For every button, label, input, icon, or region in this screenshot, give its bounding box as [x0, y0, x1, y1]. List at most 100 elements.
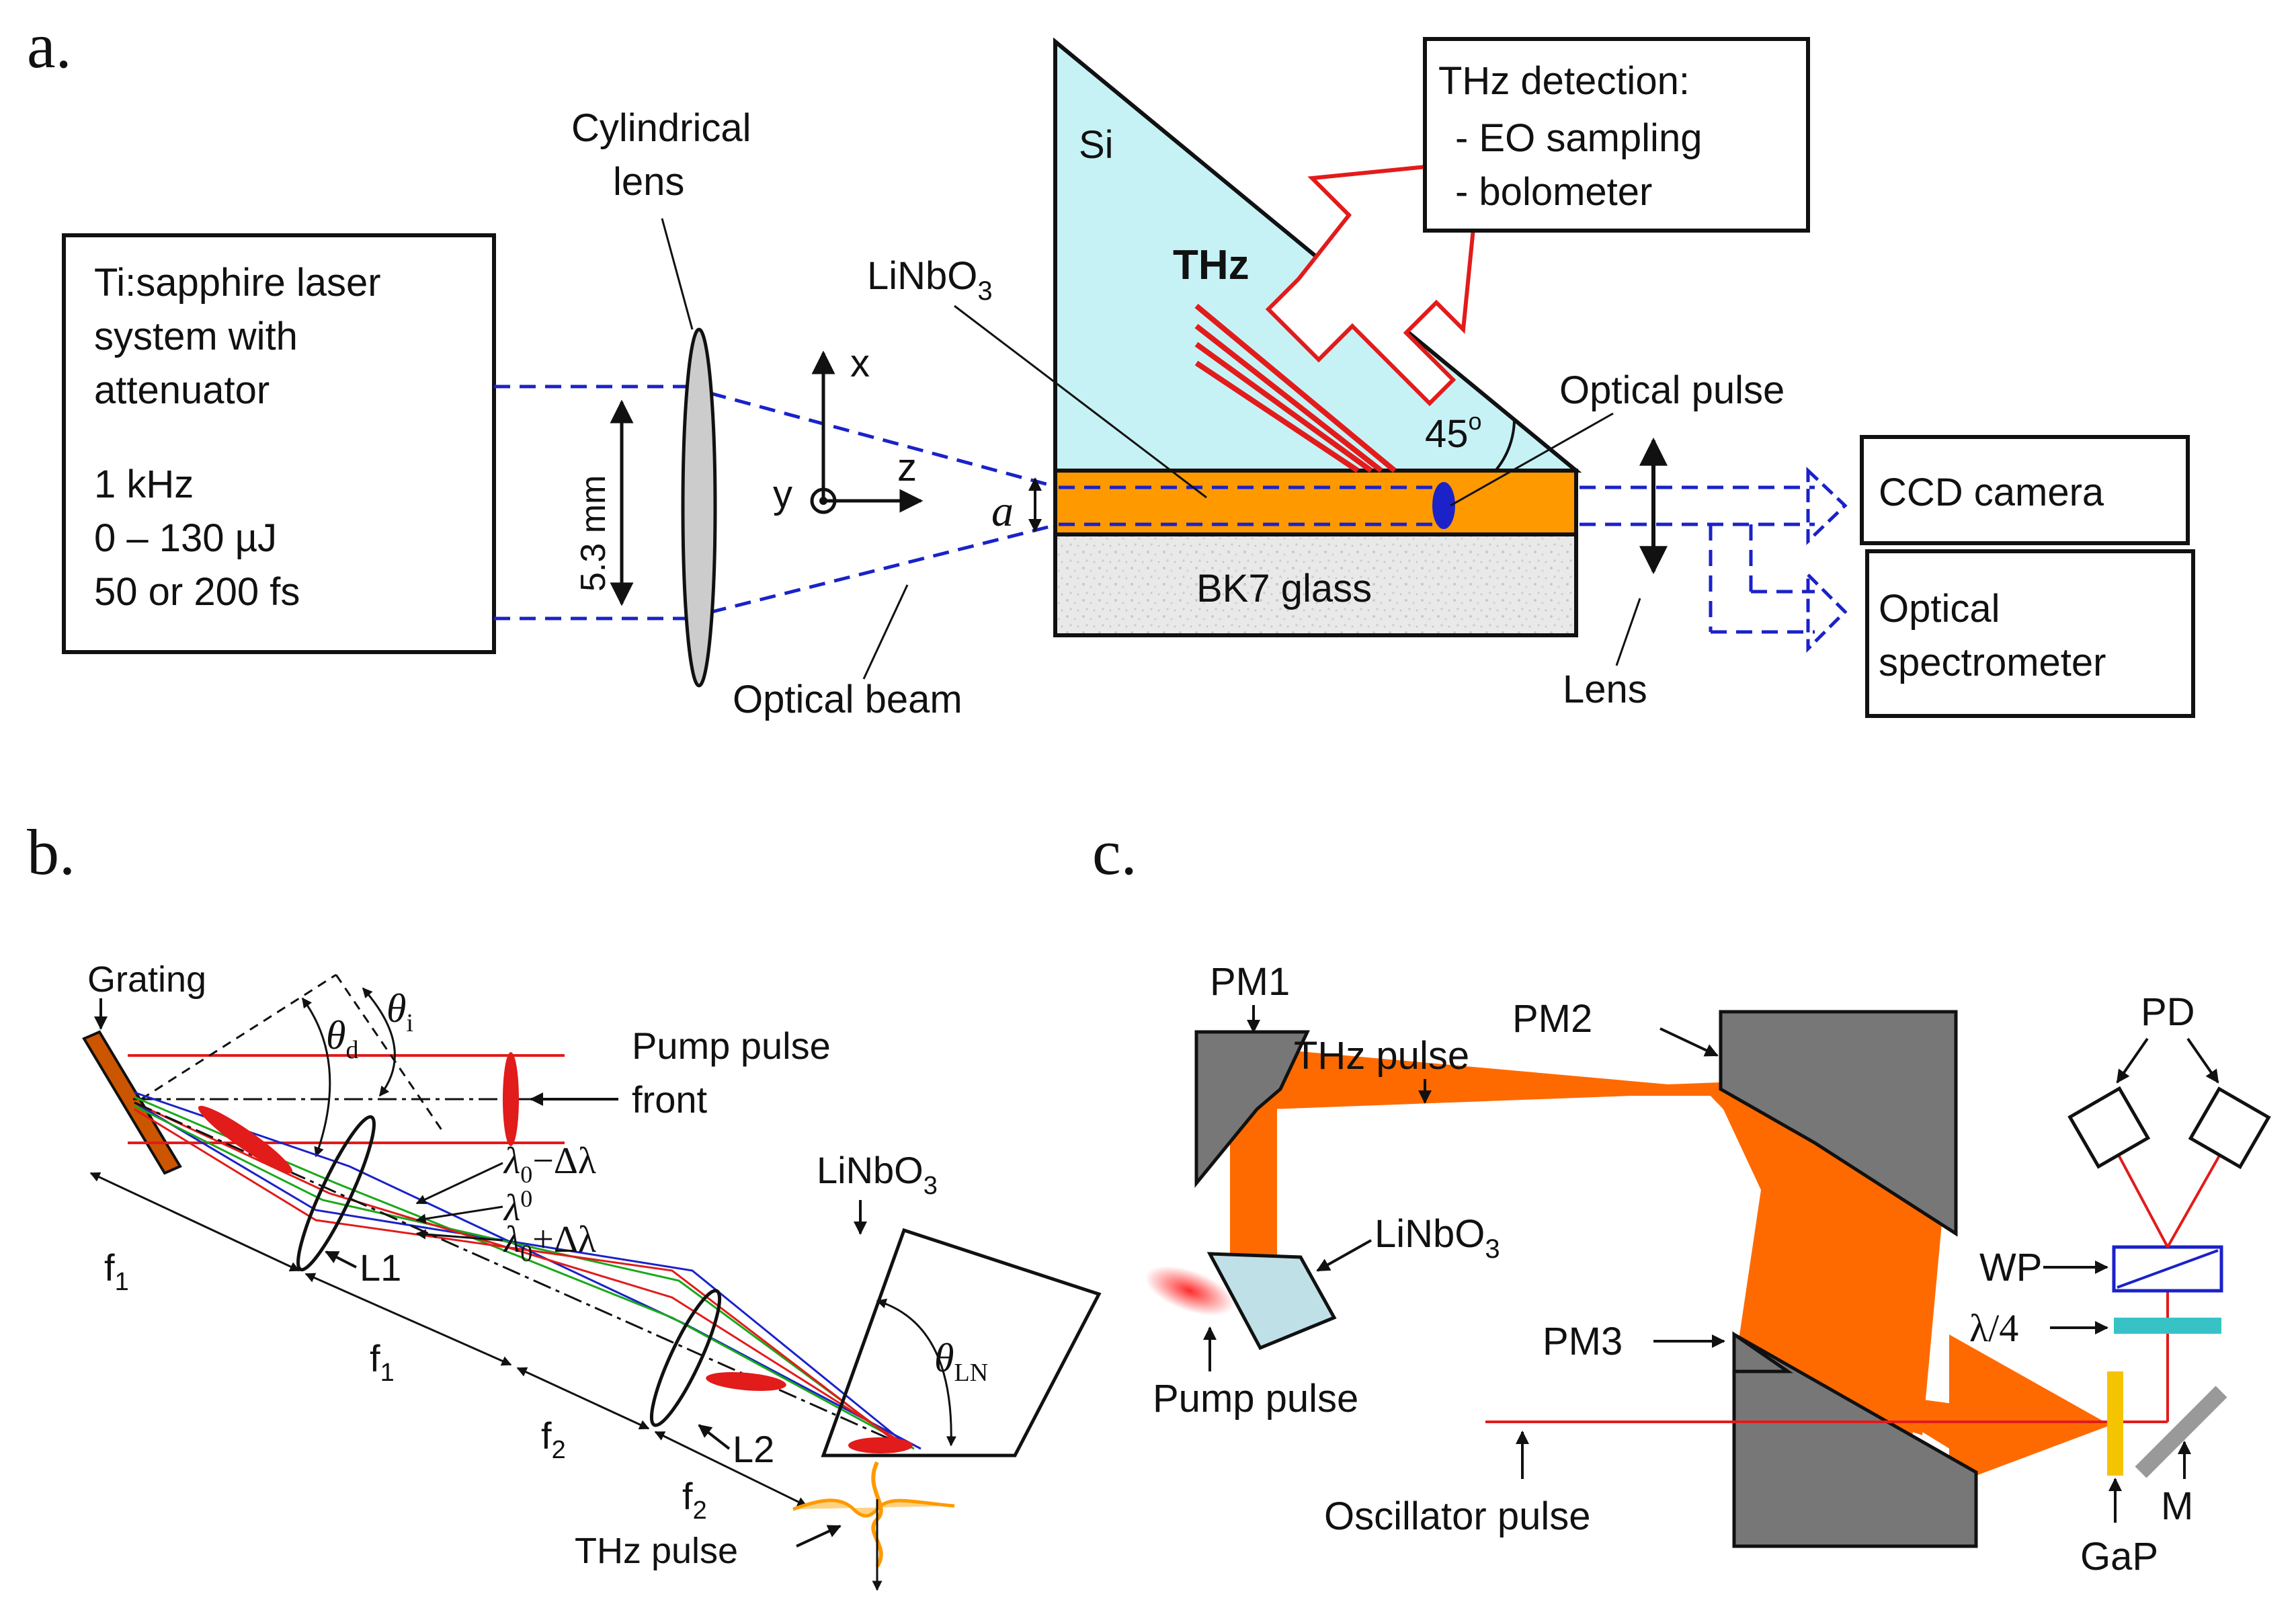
thz-label: THz	[1173, 242, 1249, 288]
panel-b-label: b.	[27, 816, 75, 888]
linbo3-label-b: LiNbO3	[817, 1149, 938, 1200]
crystal-beam	[1059, 485, 1438, 526]
pm1-mirror	[1194, 1030, 1310, 1189]
lambda-minus-symbol: λ	[503, 1140, 520, 1182]
quarter-waveplate	[2114, 1318, 2221, 1334]
pump-label-1: Pump pulse	[632, 1025, 831, 1067]
pump-pulse-front	[503, 1052, 519, 1146]
ccd-label: CCD camera	[1879, 471, 2104, 514]
lens-pointer	[1615, 598, 1641, 666]
panel-a: a. Ti:sapphire laser system with attenua…	[27, 9, 2195, 721]
grating-normal	[140, 973, 445, 1133]
detection-line-3: - bolometer	[1455, 170, 1652, 214]
grating-label: Grating	[87, 959, 206, 1000]
exit-arrowhead-ccd	[1806, 467, 1848, 545]
f2-label-1: f2	[541, 1414, 566, 1464]
pump-label-2: front	[632, 1078, 707, 1121]
detection-line-1: THz detection:	[1438, 59, 1690, 103]
pump-pulse-label-c: Pump pulse	[1153, 1377, 1358, 1421]
l2-pointer	[698, 1424, 731, 1450]
pd-pointer-right	[2186, 1037, 2219, 1084]
linbo3-b-sub: 3	[924, 1172, 938, 1200]
theta-d-arc	[301, 997, 331, 1158]
spectrometer-line-2: spectrometer	[1879, 641, 2106, 684]
f1-label-2-sub: 1	[380, 1359, 395, 1387]
angle-value: 45	[1425, 412, 1469, 456]
spectrometer-box	[1865, 549, 2195, 718]
tilted-front-3	[848, 1437, 913, 1453]
theta-d-sub: d	[345, 1036, 358, 1064]
grating	[82, 1030, 182, 1175]
linbo3-crystal-c	[1206, 1252, 1337, 1351]
bk7-glass	[1053, 532, 1578, 637]
theta-ln-label: θLN	[934, 1336, 988, 1387]
f1-label-1-main: f	[104, 1246, 115, 1289]
exit-arrowhead-spec	[1806, 570, 1848, 653]
thz-pulse-b-pointer	[796, 1525, 842, 1548]
angle-label: 45o	[1425, 407, 1482, 456]
optical-beam-label: Optical beam	[733, 678, 962, 721]
f-labels: f1 f1 f2 f2	[104, 1246, 707, 1525]
detection-box	[1423, 37, 1810, 233]
spectrometer-line-1: Optical	[1879, 587, 2000, 631]
split-beam-right	[2166, 1146, 2226, 1248]
pd-label: PD	[2141, 990, 2195, 1034]
linbo3-a-main: LiNbO	[867, 254, 977, 298]
pump-glow	[1145, 1266, 1235, 1316]
laser-text: Ti:sapphire laser system with attenuator…	[94, 261, 381, 614]
cyl-lens-pointer	[661, 218, 694, 330]
f2-label-1-sub: 2	[552, 1436, 566, 1464]
thz-pulse-waveform	[792, 1461, 955, 1591]
linbo3-a-sub: 3	[977, 276, 992, 306]
linbo3-label-c: LiNbO3	[1375, 1212, 1500, 1264]
pm1-label: PM1	[1210, 960, 1290, 1004]
f2-label-2-sub: 2	[693, 1496, 707, 1525]
cyl-lens-label-2: lens	[613, 160, 684, 204]
theta-ln-symbol: θ	[934, 1336, 954, 1380]
f1-label-1: f1	[104, 1246, 129, 1296]
cylindrical-lens	[681, 327, 717, 688]
laser-box	[62, 233, 496, 654]
oscillator-label: Oscillator pulse	[1324, 1494, 1590, 1538]
lambda-plus: λ0+Δλ	[503, 1219, 596, 1267]
laser-line-4: 1 kHz	[94, 463, 194, 506]
pm2-mirror	[1719, 1010, 1958, 1237]
lambda-zero-sub: 0	[520, 1185, 532, 1212]
thz-beam-focus	[1949, 1334, 2110, 1486]
lambda-plus-symbol: λ	[503, 1219, 520, 1261]
lens-l2	[649, 1289, 722, 1427]
f-distance-lines	[89, 1172, 808, 1507]
lambda-zero-symbol: λ	[503, 1187, 520, 1229]
lambda-minus-pointer	[415, 1162, 503, 1205]
photodiode-left	[2067, 1086, 2151, 1169]
f2-label-1-main: f	[541, 1414, 552, 1457]
theta-ln-sub: LN	[954, 1359, 988, 1387]
lens-label: Lens	[1563, 668, 1647, 711]
linbo3-a-pointer	[954, 305, 1207, 499]
laser-line-1: Ti:sapphire laser	[94, 261, 381, 305]
lambda-minus: λ0−Δλ	[503, 1140, 596, 1188]
f1-label-1-sub: 1	[115, 1268, 129, 1296]
thz-beam-linbo3	[1230, 1089, 1277, 1271]
linbo3-c-sub: 3	[1485, 1234, 1500, 1264]
pd-pointer-left	[2116, 1037, 2149, 1084]
lambda-plus-sub: 0	[520, 1240, 532, 1267]
l2-label: L2	[733, 1428, 774, 1470]
wp-label: WP	[1979, 1246, 2042, 1289]
lambda-minus-delta: −Δλ	[532, 1140, 596, 1182]
bk7-label: BK7 glass	[1196, 567, 1372, 610]
f1-label-2: f1	[370, 1337, 395, 1387]
gap-crystal	[2107, 1371, 2123, 1476]
laser-line-2: system with	[94, 315, 298, 358]
coordinate-axes	[810, 350, 924, 514]
panel-b: b. Grating Pump pulse front θd θi	[27, 816, 1102, 1591]
axis-x-label: x	[850, 342, 870, 385]
red-beam-2	[134, 1108, 901, 1447]
laser-line-6: 50 or 200 fs	[94, 570, 300, 614]
theta-i-symbol: θ	[386, 986, 406, 1031]
photodiode-right	[2188, 1086, 2271, 1170]
pm2-pointer	[1659, 1027, 1719, 1057]
angle-arc	[1494, 418, 1516, 472]
gap-label: a	[991, 487, 1014, 536]
lambda-plus-delta: +Δλ	[532, 1219, 596, 1261]
